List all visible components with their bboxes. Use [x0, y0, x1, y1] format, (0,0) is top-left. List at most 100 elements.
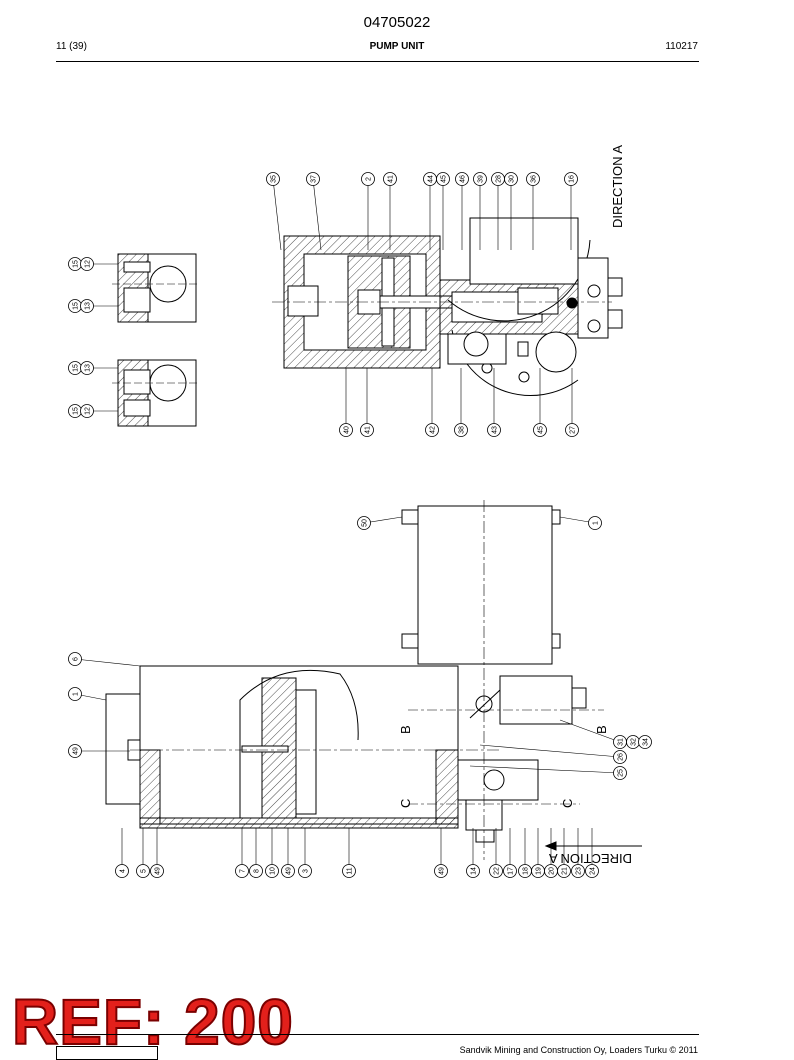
callout-number: 43: [492, 426, 499, 434]
callout-bubble: 14: [466, 828, 480, 878]
callout-number: 45: [538, 426, 545, 434]
callout-number: 12: [85, 407, 92, 415]
callout-bubble: 13: [80, 361, 94, 375]
callout-number: 13: [85, 364, 92, 372]
callout-number: 39: [478, 175, 485, 183]
callout-number: 49: [73, 747, 80, 755]
callout-bubble: 23: [571, 828, 585, 878]
company-logo: [56, 1046, 158, 1060]
callout-bubble: 18: [518, 828, 532, 878]
direction-labels: DIRECTION A DIRECTION A B B C C: [398, 145, 632, 866]
callout-number: 37: [311, 175, 318, 183]
callout-bubble: 27: [565, 368, 579, 437]
callout-number: 14: [471, 867, 478, 875]
callout-number: 25: [618, 769, 625, 777]
callout-number: 32: [631, 738, 638, 746]
callout-bubble: 26: [479, 744, 627, 764]
callout-number: 10: [270, 867, 277, 875]
lower-assembly-view: [105, 500, 642, 860]
callout-bubble: 42: [425, 368, 439, 437]
callout-number: 41: [365, 426, 372, 434]
callout-bubble: 7: [235, 828, 249, 878]
callout-bubble: 49: [68, 744, 130, 758]
callout-bubble: 17: [503, 828, 517, 878]
callouts-lower-right: 31 32 34 26 25: [469, 719, 652, 780]
callout-number: 6: [73, 657, 80, 661]
callout-bubble: 45: [436, 172, 450, 250]
callout-bubble: 36: [526, 172, 540, 250]
callout-number: 36: [531, 175, 538, 183]
callout-number: 24: [590, 867, 597, 875]
callout-number: 26: [618, 753, 625, 761]
callout-number: 44: [428, 175, 435, 183]
section-mark-c-left: C: [398, 799, 413, 808]
direction-label-upper: DIRECTION A: [610, 145, 625, 228]
callout-number: 15: [73, 302, 80, 310]
callout-bubble: 3: [298, 828, 312, 878]
callout-bubble: 21: [557, 828, 571, 878]
section-mark-c-right: C: [560, 799, 575, 808]
callout-number: 40: [344, 426, 351, 434]
callouts-lower-left: 6 1 49: [68, 652, 141, 758]
callout-number: 49: [286, 867, 293, 875]
callout-bubble: 38: [454, 368, 468, 437]
callout-bubble: 41: [360, 368, 374, 437]
direction-label-lower: DIRECTION A: [549, 851, 632, 866]
callout-number: 28: [496, 175, 503, 183]
callout-bubble: 40: [339, 368, 353, 437]
callout-number: 15: [73, 364, 80, 372]
callout-bubble: 49: [281, 828, 295, 878]
callout-number: 3: [303, 869, 310, 873]
callout-bubble: 50: [357, 516, 403, 530]
section-mark-b-right: B: [594, 725, 609, 734]
callout-bubble: 49: [434, 828, 448, 878]
callout-bubble: 16: [564, 172, 578, 250]
callout-number: 50: [362, 519, 369, 527]
page-number: 11 (39): [56, 41, 87, 52]
callout-number: 34: [643, 738, 650, 746]
callout-bubble: 20: [544, 828, 558, 878]
callout-bubble: 24: [585, 828, 599, 878]
callout-number: 11: [347, 867, 354, 874]
callout-bubble: 10: [265, 828, 279, 878]
callout-bubble: 46: [455, 172, 469, 250]
callout-number: 15: [73, 407, 80, 415]
callout-number: 46: [460, 175, 467, 183]
callout-bubble: 2: [361, 172, 375, 250]
header-rule: [56, 61, 699, 62]
callout-bubble: 11: [342, 828, 356, 878]
callout-number: 1: [73, 692, 80, 696]
footer-copyright: Sandvik Mining and Construction Oy, Load…: [459, 1045, 698, 1055]
callout-number: 42: [430, 426, 437, 434]
callout-number: 2: [366, 177, 373, 181]
callout-number: 27: [570, 426, 577, 434]
callout-number: 16: [569, 175, 576, 183]
callout-number: 18: [523, 867, 530, 875]
callout-number: 12: [85, 260, 92, 268]
callout-bubble: 5: [136, 828, 150, 878]
callout-number: 8: [254, 869, 261, 873]
section-mark-b-left: B: [398, 725, 413, 734]
callout-number: 23: [576, 867, 583, 875]
upper-section-view: [272, 217, 623, 396]
callout-bubble: 32: [626, 735, 640, 749]
document-number: 04705022: [363, 14, 431, 31]
callout-number: 31: [618, 738, 625, 746]
callout-bubble: 37: [306, 172, 322, 251]
callout-bubble: 49: [150, 828, 164, 878]
callout-number: 49: [439, 867, 446, 875]
callout-number: 5: [141, 869, 148, 873]
callout-number: 38: [459, 426, 466, 434]
callout-bubble: 28: [491, 172, 505, 250]
callout-bubble: 25: [469, 765, 627, 780]
footer-rule: [56, 1034, 699, 1035]
callout-bubble: 45: [533, 368, 547, 437]
callout-number: 49: [155, 867, 162, 875]
callout-bubble: 12: [80, 257, 94, 271]
callout-bubble: 1: [68, 687, 107, 701]
